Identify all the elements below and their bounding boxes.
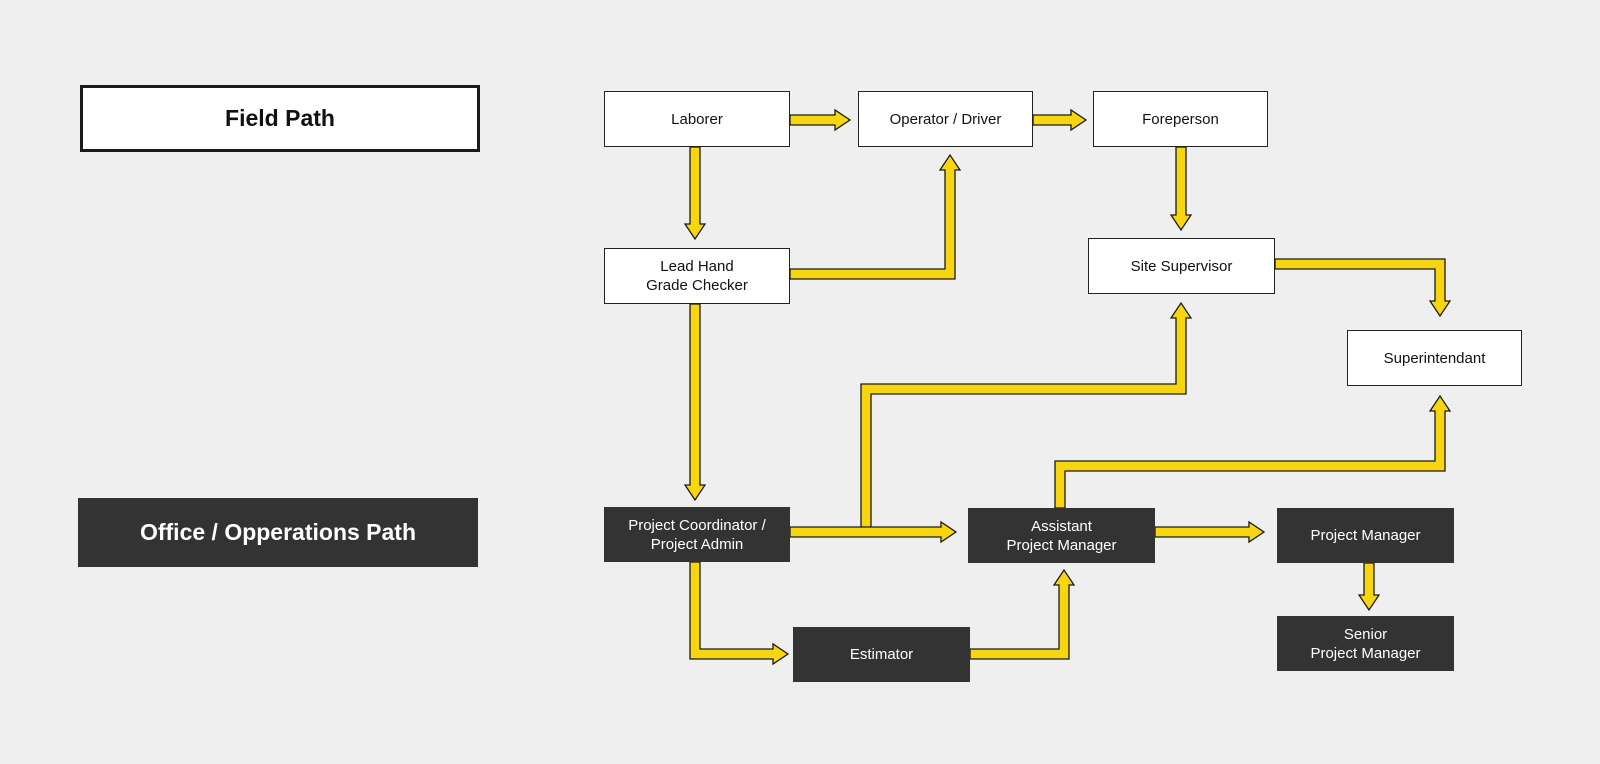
arrow-laborer-to-operator <box>789 108 852 132</box>
arrow-estimator-to-assistant-pm <box>969 568 1076 660</box>
node-foreperson-line-1: Foreperson <box>1142 110 1219 128</box>
legend-office-path: Office / Opperations Path <box>78 498 478 567</box>
arrow-site-supervisor-to-superintendant <box>1274 258 1452 318</box>
node-assistant-project-manager-line-1: Assistant <box>1031 517 1092 535</box>
node-senior-project-manager-line-2: Project Manager <box>1310 644 1421 662</box>
node-operator-driver-line-1: Operator / Driver <box>889 110 1002 128</box>
node-laborer: Laborer <box>604 91 790 147</box>
arrow-coordinator-to-site-supervisor <box>860 301 1193 532</box>
node-project-coordinator-line-2: Project Admin <box>650 535 744 553</box>
arrow-coordinator-to-estimator <box>689 561 790 666</box>
node-site-supervisor-line-1: Site Supervisor <box>1130 257 1233 275</box>
node-assistant-project-manager: Assistant Project Manager <box>968 508 1155 563</box>
legend-office-label: Office / Opperations Path <box>139 519 417 545</box>
node-assistant-project-manager-line-2: Project Manager <box>1006 536 1117 554</box>
legend-field-label: Field Path <box>225 105 335 131</box>
arrow-lead-hand-to-coordinator <box>683 303 707 502</box>
node-project-manager: Project Manager <box>1277 508 1454 563</box>
node-foreperson: Foreperson <box>1093 91 1268 147</box>
arrow-coordinator-to-assistant-pm <box>789 520 958 544</box>
node-senior-project-manager-line-1: Senior <box>1343 625 1388 643</box>
node-estimator: Estimator <box>793 627 970 682</box>
node-lead-hand-line-1: Lead Hand <box>660 258 734 275</box>
node-laborer-line-1: Laborer <box>671 110 723 128</box>
node-project-coordinator: Project Coordinator / Project Admin <box>604 507 790 562</box>
arrow-laborer-to-lead-hand <box>683 146 707 241</box>
node-operator-driver: Operator / Driver <box>858 91 1033 147</box>
arrow-operator-to-foreperson <box>1032 108 1088 132</box>
node-senior-project-manager: Senior Project Manager <box>1277 616 1454 671</box>
node-estimator-line-1: Estimator <box>849 646 914 663</box>
node-site-supervisor: Site Supervisor <box>1088 238 1275 294</box>
arrow-lead-hand-to-operator <box>789 153 962 280</box>
node-lead-hand: Lead Hand Grade Checker <box>604 248 790 304</box>
node-project-coordinator-line-1: Project Coordinator / <box>628 516 766 534</box>
arrow-assistant-pm-to-project-manager <box>1154 520 1266 544</box>
node-superintendant: Superintendant <box>1347 330 1522 386</box>
arrow-foreperson-to-site-supervisor <box>1169 146 1193 232</box>
legend-field-path: Field Path <box>80 85 480 152</box>
node-superintendant-line-1: Superintendant <box>1383 349 1486 367</box>
arrow-assistant-pm-to-superintendant <box>1054 394 1452 509</box>
node-project-manager-line-1: Project Manager <box>1310 527 1421 544</box>
arrow-project-manager-to-senior-pm <box>1357 562 1381 612</box>
node-lead-hand-line-2: Grade Checker <box>646 277 748 294</box>
